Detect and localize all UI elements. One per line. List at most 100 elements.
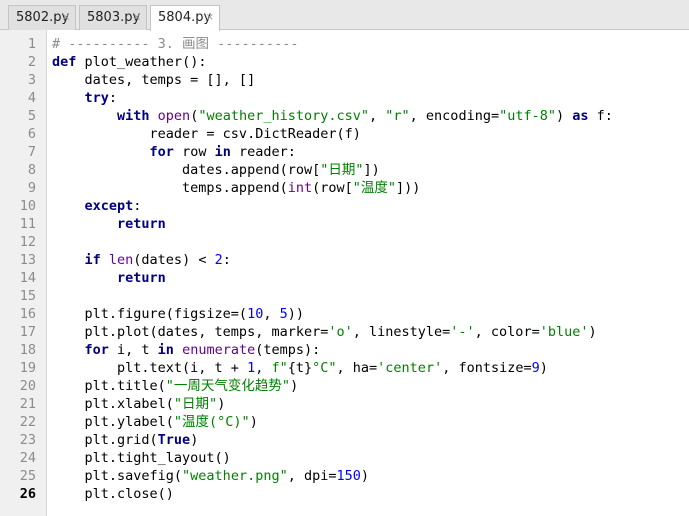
code-token: ): [588, 324, 597, 340]
code-token: ): [539, 360, 548, 376]
code-token: in: [214, 144, 239, 160]
code-token: dates.append(row[: [52, 162, 321, 178]
code-line[interactable]: return: [52, 215, 166, 233]
code-token: "weather.png": [182, 468, 288, 484]
code-token: , dpi=: [287, 468, 337, 484]
code-token: 1: [247, 360, 256, 376]
code-token: , linestyle=: [352, 324, 451, 340]
line-number: 13: [19, 252, 36, 268]
code-token: ,: [255, 360, 272, 376]
code-token: :: [222, 252, 231, 268]
code-token: )): [287, 306, 305, 322]
code-token: temps.append(: [52, 180, 288, 196]
close-icon[interactable]: ×: [132, 12, 141, 23]
code-token: ():: [182, 54, 207, 70]
tab-5804[interactable]: 5804.py ×: [150, 5, 220, 31]
line-number: 15: [19, 288, 36, 304]
line-number: 1: [27, 36, 36, 52]
code-token: , encoding=: [409, 108, 500, 124]
line-number: 12: [19, 234, 36, 250]
tab-label: 5802.py: [16, 10, 70, 25]
code-token: , color=: [474, 324, 540, 340]
code-token: reader = csv.DictReader(f): [52, 126, 361, 142]
code-line[interactable]: dates, temps = [], []: [52, 71, 256, 89]
code-token: 'center': [377, 360, 443, 376]
line-number: 3: [27, 72, 36, 88]
code-token: ): [217, 396, 226, 412]
code-token: [52, 108, 117, 124]
code-token: plt.tight_layout(): [52, 450, 231, 466]
tab-5803[interactable]: 5803.py ×: [79, 5, 147, 30]
line-number: 18: [19, 342, 36, 358]
code-token: :: [108, 90, 118, 106]
code-token: (temps):: [255, 342, 321, 358]
line-number: 4: [27, 90, 36, 106]
line-number: 17: [19, 324, 36, 340]
code-token: as: [572, 108, 597, 124]
line-number: 24: [19, 450, 36, 466]
close-icon[interactable]: ×: [205, 12, 214, 23]
code-token: with: [117, 108, 158, 124]
code-token: "一周天气变化趋势": [165, 378, 291, 394]
code-token: # ---------- 3. 画图 ----------: [52, 36, 299, 52]
code-token: if: [84, 252, 109, 268]
tab-label: 5803.py: [87, 10, 141, 25]
close-icon[interactable]: ×: [61, 12, 70, 23]
code-line[interactable]: plt.xlabel("日期"): [52, 395, 226, 413]
code-token: f": [271, 360, 288, 376]
code-token: (: [190, 108, 199, 124]
code-token: [52, 342, 85, 358]
code-line[interactable]: plt.tight_layout(): [52, 449, 231, 467]
code-token: ): [249, 414, 258, 430]
code-line[interactable]: plt.title("一周天气变化趋势"): [52, 377, 299, 395]
code-token: ): [360, 468, 370, 484]
code-token: [52, 252, 85, 268]
code-token: 5: [279, 306, 288, 322]
line-number: 20: [19, 378, 36, 394]
code-token: enumerate: [182, 342, 256, 358]
line-number: 14: [19, 270, 36, 286]
code-line[interactable]: for i, t in enumerate(temps):: [52, 341, 321, 359]
code-line[interactable]: plt.plot(dates, temps, marker='o', lines…: [52, 323, 597, 341]
line-number: 8: [27, 162, 36, 178]
code-line[interactable]: for row in reader:: [52, 143, 296, 161]
code-token: plt.plot(dates, temps, marker=: [52, 324, 329, 340]
code-token: ): [555, 108, 573, 124]
code-token: ])): [396, 180, 421, 196]
code-line[interactable]: plt.text(i, t + 1, f"{t}°C", ha='center'…: [52, 359, 548, 377]
code-token: plt.xlabel(: [52, 396, 174, 412]
code-line[interactable]: plt.close(): [52, 485, 174, 503]
code-line[interactable]: plt.figure(figsize=(10, 5)): [52, 305, 305, 323]
code-token: int: [287, 180, 313, 196]
code-token: [52, 144, 150, 160]
code-line[interactable]: return: [52, 269, 166, 287]
code-line[interactable]: if len(dates) < 2:: [52, 251, 231, 269]
code-token: {t}: [287, 360, 313, 376]
tab-5802[interactable]: 5802.py ×: [8, 5, 76, 30]
code-token: 2: [214, 252, 223, 268]
code-token: except: [84, 198, 134, 214]
code-token: '-': [450, 324, 475, 340]
code-token: , ha=: [336, 360, 378, 376]
code-line[interactable]: plt.grid(True): [52, 431, 199, 449]
code-line[interactable]: plt.savefig("weather.png", dpi=150): [52, 467, 370, 485]
code-token: °C": [312, 360, 337, 376]
code-line[interactable]: except:: [52, 197, 142, 215]
code-line[interactable]: try:: [52, 89, 118, 107]
code-token: dates, temps = [], []: [52, 72, 256, 88]
code-token: plt.savefig(: [52, 468, 183, 484]
code-token: , fontsize=: [442, 360, 532, 376]
code-line[interactable]: def plot_weather():: [52, 53, 206, 71]
code-line[interactable]: # ---------- 3. 画图 ----------: [52, 35, 298, 53]
code-token: open: [157, 108, 191, 124]
line-number: 25: [19, 468, 36, 484]
code-line[interactable]: temps.append(int(row["温度"])): [52, 179, 420, 197]
code-line[interactable]: dates.append(row["日期"]): [52, 161, 380, 179]
code-line[interactable]: plt.ylabel("温度(°C)"): [52, 413, 258, 431]
code-token: 'o': [328, 324, 353, 340]
code-line[interactable]: reader = csv.DictReader(f): [52, 125, 361, 143]
code-token: ): [290, 378, 299, 394]
code-token: in: [157, 342, 183, 358]
code-line[interactable]: with open("weather_history.csv", "r", en…: [52, 107, 613, 125]
